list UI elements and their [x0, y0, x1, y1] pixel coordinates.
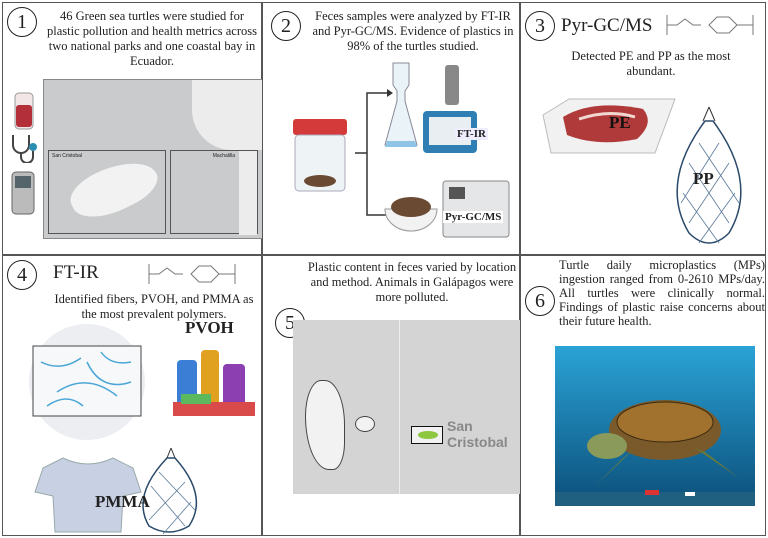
- panel-5: 5 Plastic content in feces varied by loc…: [262, 255, 521, 536]
- meat-tray-icon: [542, 98, 676, 154]
- panel-1: 1 46 Green sea turtles were studied for …: [2, 2, 263, 255]
- san-cristobal-highlight: [411, 426, 443, 444]
- microfiber-filter-icon: [29, 324, 145, 440]
- panel-4: 4 FT-IR Identified fibers, PVOH, and PMM…: [2, 255, 262, 536]
- coastline: [239, 151, 257, 235]
- step-number: 2: [271, 11, 301, 41]
- step-number: 4: [7, 260, 37, 290]
- handheld-device-icon: [11, 171, 35, 215]
- inset-san-cristobal: San Cristobal: [48, 150, 166, 234]
- panel-heading: FT-IR: [53, 262, 99, 283]
- polymer-structure-icon: [666, 15, 754, 35]
- panel-3: 3 Pyr-GC/MS Detected PE and PP as the mo…: [520, 2, 766, 255]
- polymer-structure-icon: [148, 264, 236, 284]
- panel-text: Turtle daily microplastics (MPs) ingesti…: [559, 258, 765, 328]
- panel-text: Detected PE and PP as the most abundant.: [571, 49, 731, 78]
- pyr-gcms-instrument-icon: [442, 180, 510, 238]
- sample-jar-icon: [293, 119, 347, 192]
- san-cristobal-label: San Cristobal: [447, 418, 508, 450]
- filtration-flask-icon: [384, 62, 418, 147]
- panel-6: 6 Turtle daily microplastics (MPs) inges…: [520, 255, 766, 536]
- inset-label: Machalilla: [212, 153, 235, 159]
- net-bag-icon: [142, 447, 198, 535]
- panel-text: Identified fibers, PVOH, and PMMA as the…: [54, 292, 254, 321]
- pvoh-label: PVOH: [185, 318, 234, 337]
- pp-label: PP: [693, 169, 714, 188]
- inset-machalilla: Machalilla: [170, 150, 258, 235]
- pmma-label: PMMA: [95, 492, 150, 511]
- panel-text: 46 Green sea turtles were studied for pl…: [46, 9, 258, 68]
- process-arrows: [355, 89, 393, 219]
- galapagos-map: San Cristobal: [293, 320, 521, 494]
- panel-text: Feces samples were analyzed by FT-IR and…: [312, 9, 514, 53]
- study-area-map: San Cristobal Machalilla: [43, 79, 263, 239]
- island-shape: [63, 150, 165, 228]
- blood-tube-icon: [14, 92, 34, 130]
- cleaning-products-icon: [173, 350, 255, 416]
- inset-label: San Cristobal: [52, 153, 83, 159]
- stethoscope-icon: [12, 135, 37, 163]
- step-number: 3: [525, 11, 555, 41]
- sea-turtle-image: [555, 346, 755, 506]
- panel-heading: Pyr-GC/MS: [561, 15, 653, 36]
- tshirt-icon: [34, 457, 142, 533]
- coastline: [192, 80, 262, 150]
- isabela-island: [305, 380, 345, 470]
- panel-text: Plastic content in feces varied by locat…: [307, 260, 517, 304]
- ftir-instrument-icon: [423, 65, 477, 153]
- ftir-label: FT-IR: [455, 128, 488, 140]
- net-bag-icon: [676, 106, 742, 244]
- feces-bowl-icon: [384, 197, 438, 232]
- pyr-gcms-label: Pyr-GC/MS: [443, 211, 504, 223]
- panel-2: 2 Feces samples were analyzed by FT-IR a…: [262, 2, 520, 255]
- pe-label: PE: [609, 113, 631, 132]
- map-divider: [399, 320, 400, 494]
- step-number: 6: [525, 286, 555, 316]
- santa-cruz-island: [355, 416, 375, 432]
- step-number: 1: [7, 7, 37, 37]
